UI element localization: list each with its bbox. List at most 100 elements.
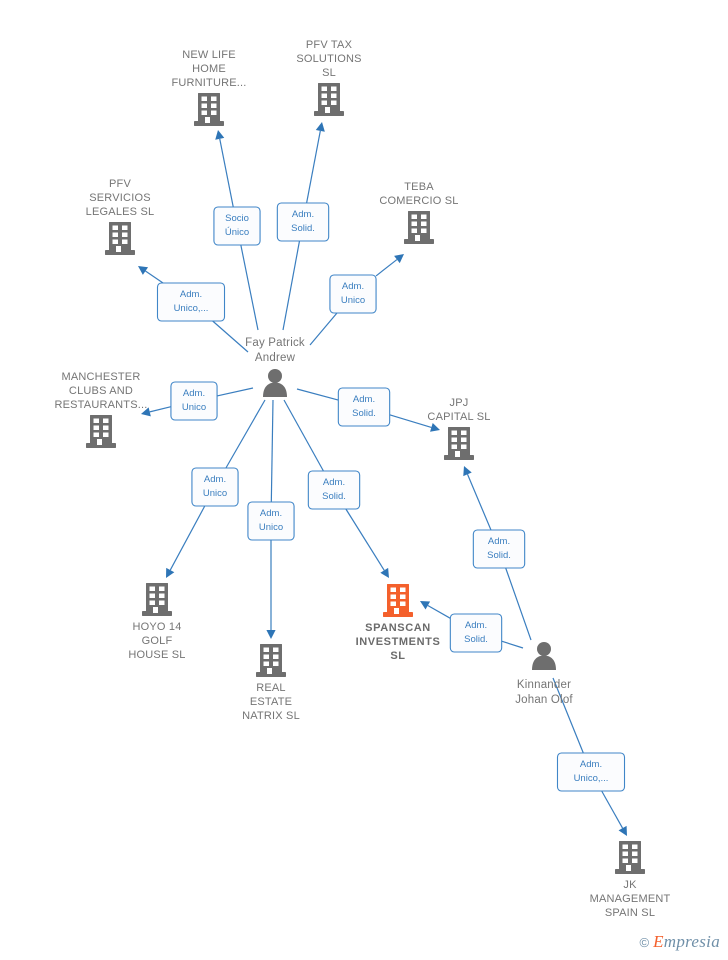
edge-label-fay-to-teba[interactable]: Adm.Unico [329,274,377,314]
building-icon[interactable] [404,211,434,244]
edge-label-text: Adm.Unico [203,474,227,499]
edges-layer [138,122,627,836]
edge-segment-source [225,399,266,469]
edge-fay-to-hoyo14[interactable] [166,399,266,578]
edge-fay-to-pfv_tax[interactable] [282,122,325,331]
edge-label-text: Adm.Unico,... [574,759,609,784]
edge-segment-source [282,240,301,331]
edge-label-box [449,613,503,653]
edge-arrowhead [315,122,325,132]
edge-label-box [337,387,391,427]
edge-arrowhead [166,567,175,578]
edge-label-text: Adm.Solid. [291,209,315,234]
brand-rest: mpresia [663,932,720,951]
edge-fay-to-spanscan[interactable] [283,399,389,578]
building-icon[interactable] [314,83,344,116]
edge-label-box [247,501,295,541]
edge-kinnander-to-jpj[interactable] [463,466,532,641]
edge-label-text: Adm.Unico [341,281,365,306]
edge-segment-target [169,505,206,571]
edge-segment-target [389,414,432,428]
copyright-icon: © [639,934,650,950]
edge-segment-target [219,138,234,208]
edge-label-box [276,202,330,242]
building-icon[interactable] [444,427,474,460]
edge-arrowhead [138,266,149,275]
edge-fay-to-manchester[interactable] [141,387,254,417]
building-icon[interactable] [105,222,135,255]
edge-fay-to-jpj[interactable] [296,388,440,432]
edge-label-fay-to-jpj[interactable]: Adm.Solid. [337,387,391,427]
edge-segment-source [501,640,524,649]
edge-label-fay-to-pfv_tax[interactable]: Adm.Solid. [276,202,330,242]
edge-segment-target [306,130,321,204]
edge-label-kinnander-to-jpj[interactable]: Adm.Solid. [472,529,526,569]
edge-arrowhead [430,422,440,432]
edge-label-box [191,467,239,507]
edge-fay-to-new_life[interactable] [215,130,259,331]
building-icon[interactable] [142,583,172,616]
edge-segment-source [212,320,249,353]
edge-segment-source [296,388,339,401]
building-icon[interactable] [256,644,286,677]
edge-arrowhead [394,254,404,264]
edge-label-text: Adm.Solid. [487,536,511,561]
edge-label-fay-to-hoyo14[interactable]: Adm.Unico [191,467,239,507]
edge-fay-to-pfv_servicios[interactable] [138,266,249,353]
edge-label-box [329,274,377,314]
edge-label-fay-to-manchester[interactable]: Adm.Unico [170,381,218,421]
edge-kinnander-to-jk_mgmt[interactable] [552,677,627,836]
edge-kinnander-to-spanscan[interactable] [420,601,524,649]
person-icon[interactable] [532,642,556,670]
edge-label-kinnander-to-spanscan[interactable]: Adm.Solid. [449,613,503,653]
edge-segment-source [240,244,259,331]
building-icon[interactable] [194,93,224,126]
edge-label-fay-to-natrix[interactable]: Adm.Unico [247,501,295,541]
edge-arrowhead [463,466,472,477]
empresia-watermark: © Empresia [639,932,720,952]
edge-segment-source [505,567,532,641]
edge-fay-to-natrix[interactable] [266,399,276,639]
edge-segment-source [309,312,338,346]
building-icon[interactable] [615,841,645,874]
edge-arrowhead [266,630,276,639]
edge-label-kinnander-to-jk_mgmt[interactable]: Adm.Unico,... [556,752,626,792]
edge-label-box [213,206,261,246]
building-icon[interactable] [86,415,116,448]
edge-arrowhead [141,407,151,417]
edge-segment-source [552,677,584,754]
edge-segment-target [345,508,385,571]
edge-segment-target [149,406,172,413]
edge-label-fay-to-spanscan[interactable]: Adm.Solid. [307,470,361,510]
person-icon[interactable] [263,369,287,397]
edge-arrowhead [215,130,225,140]
edge-segment-source [283,399,324,472]
edge-segment-target [145,270,164,284]
building-icon[interactable] [383,584,413,617]
edge-label-fay-to-pfv_servicios[interactable]: Adm.Unico,... [156,282,226,322]
edge-fay-to-teba[interactable] [309,254,404,346]
